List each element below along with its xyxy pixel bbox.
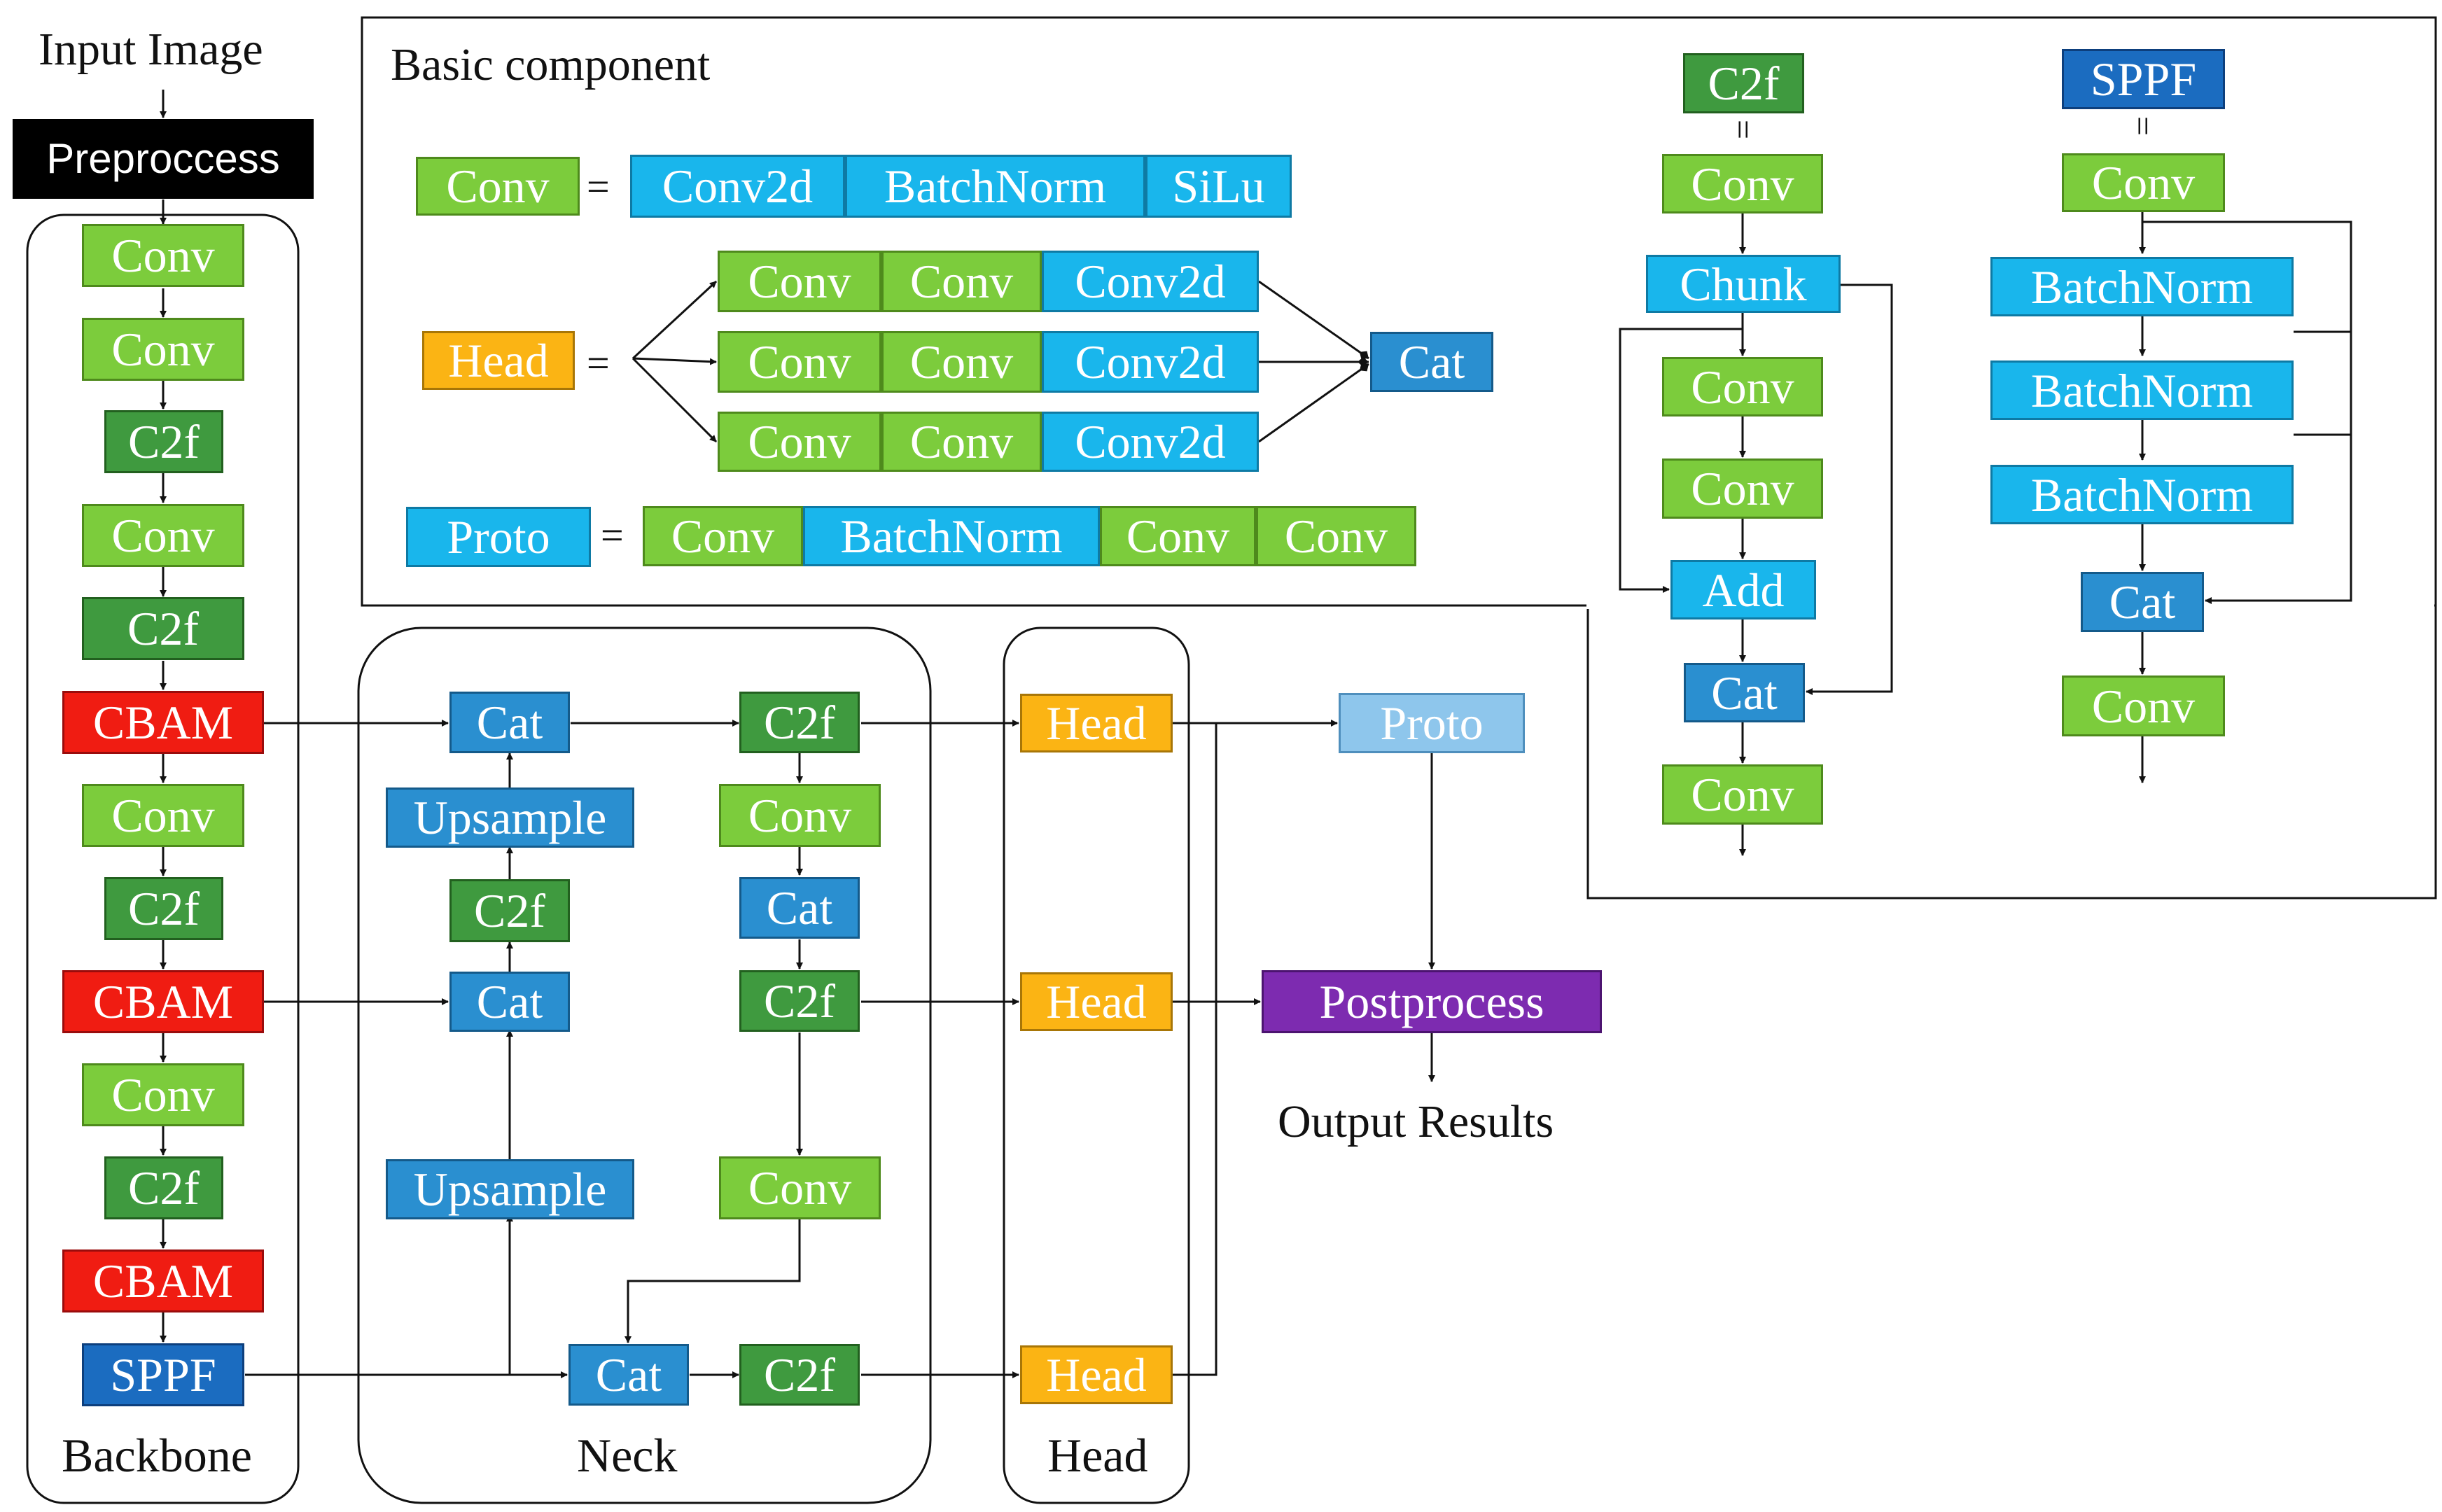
def-c2f-add: Add bbox=[1670, 560, 1816, 620]
neck-cat-mid: Cat bbox=[739, 877, 860, 939]
def-sppf-batchnorm-2: BatchNorm bbox=[1990, 360, 2294, 420]
backbone-conv-4: Conv bbox=[82, 784, 244, 847]
backbone-c2f-2: C2f bbox=[82, 597, 244, 660]
basic-component-frame-lower bbox=[1586, 604, 2437, 899]
def-head-equals: = bbox=[587, 340, 610, 386]
basic-component-frame-cover bbox=[1586, 602, 2434, 609]
neck-frame bbox=[357, 626, 932, 1504]
head-block-2: Head bbox=[1020, 972, 1173, 1031]
def-conv-name: Conv bbox=[416, 157, 580, 216]
backbone-cbam-3: CBAM bbox=[62, 1250, 264, 1312]
neck-upsample-1: Upsample bbox=[386, 788, 634, 848]
neck-c2f-mid: C2f bbox=[739, 970, 860, 1032]
def-head-row2-conv-1: Conv bbox=[718, 331, 881, 393]
head-block-3: Head bbox=[1020, 1345, 1173, 1404]
def-proto-conv-2: Conv bbox=[1100, 506, 1256, 566]
preprocess-block: Preproccess bbox=[13, 119, 314, 199]
def-sppf-conv-2: Conv bbox=[2062, 676, 2225, 736]
neck-c2f-bottom: C2f bbox=[739, 1344, 860, 1406]
head-label: Head bbox=[1047, 1429, 1148, 1482]
backbone-conv-1: Conv bbox=[82, 224, 244, 287]
proto-block: Proto bbox=[1339, 693, 1525, 753]
backbone-c2f-4: C2f bbox=[104, 1156, 223, 1219]
def-head-name: Head bbox=[422, 331, 575, 390]
def-c2f-conv-4: Conv bbox=[1662, 764, 1823, 825]
backbone-c2f-1: C2f bbox=[104, 410, 223, 473]
neck-cat-1: Cat bbox=[449, 692, 570, 753]
def-sppf-conv-1: Conv bbox=[2062, 153, 2225, 212]
def-conv-equals: = bbox=[587, 164, 610, 209]
def-head-row3-conv-2: Conv bbox=[881, 412, 1042, 472]
def-sppf-cat: Cat bbox=[2081, 572, 2204, 632]
head-block-1: Head bbox=[1020, 694, 1173, 752]
def-sppf-title: SPPF bbox=[2062, 49, 2225, 109]
def-c2f-chunk: Chunk bbox=[1646, 255, 1841, 313]
def-proto-conv-3: Conv bbox=[1256, 506, 1416, 566]
backbone-conv-3: Conv bbox=[82, 504, 244, 567]
backbone-cbam-1: CBAM bbox=[62, 691, 264, 754]
def-sppf-batchnorm-3: BatchNorm bbox=[1990, 465, 2294, 524]
def-head-row3-conv2d: Conv2d bbox=[1042, 412, 1259, 472]
def-proto-equals: = bbox=[601, 512, 624, 558]
basic-component-frame bbox=[361, 16, 2437, 607]
backbone-conv-5: Conv bbox=[82, 1063, 244, 1126]
def-sppf-batchnorm-1: BatchNorm bbox=[1990, 257, 2294, 316]
def-sppf-equals: = bbox=[2123, 115, 2163, 136]
def-proto-conv-1: Conv bbox=[643, 506, 803, 566]
def-c2f-cat: Cat bbox=[1684, 663, 1805, 722]
def-conv-silu: SiLu bbox=[1145, 155, 1292, 218]
neck-label: Neck bbox=[577, 1429, 678, 1482]
def-c2f-conv-3: Conv bbox=[1662, 458, 1823, 519]
def-head-row3-conv-1: Conv bbox=[718, 412, 881, 472]
def-c2f-title: C2f bbox=[1683, 53, 1804, 113]
head-frame bbox=[1003, 626, 1190, 1504]
def-head-row1-conv-1: Conv bbox=[718, 251, 881, 312]
def-head-row1-conv-2: Conv bbox=[881, 251, 1042, 312]
def-head-row1-conv2d: Conv2d bbox=[1042, 251, 1259, 312]
neck-cat-2: Cat bbox=[449, 972, 570, 1032]
neck-c2f-top: C2f bbox=[739, 692, 860, 753]
def-conv-conv2d: Conv2d bbox=[630, 155, 845, 218]
neck-conv-a: Conv bbox=[719, 784, 881, 847]
output-results-label: Output Results bbox=[1278, 1096, 1554, 1147]
def-c2f-conv-2: Conv bbox=[1662, 357, 1823, 416]
backbone-cbam-2: CBAM bbox=[62, 970, 264, 1033]
backbone-conv-2: Conv bbox=[82, 318, 244, 381]
backbone-sppf: SPPF bbox=[82, 1343, 244, 1406]
def-conv-batchnorm: BatchNorm bbox=[845, 155, 1145, 218]
input-image-label: Input Image bbox=[39, 24, 263, 75]
neck-upsample-2: Upsample bbox=[386, 1159, 634, 1219]
postprocess-block: Postprocess bbox=[1262, 970, 1602, 1033]
def-proto-batchnorm: BatchNorm bbox=[803, 506, 1100, 566]
def-head-row2-conv2d: Conv2d bbox=[1042, 331, 1259, 393]
backbone-label: Backbone bbox=[62, 1429, 252, 1482]
neck-cat-3: Cat bbox=[568, 1344, 689, 1406]
basic-component-label: Basic component bbox=[391, 39, 711, 90]
def-head-cat: Cat bbox=[1370, 332, 1493, 392]
neck-c2f-left: C2f bbox=[449, 879, 570, 942]
neck-conv-b: Conv bbox=[719, 1156, 881, 1219]
def-c2f-equals: = bbox=[1724, 119, 1764, 140]
backbone-c2f-3: C2f bbox=[104, 877, 223, 940]
def-c2f-conv-1: Conv bbox=[1662, 154, 1823, 214]
def-head-row2-conv-2: Conv bbox=[881, 331, 1042, 393]
def-proto-name: Proto bbox=[406, 507, 591, 567]
